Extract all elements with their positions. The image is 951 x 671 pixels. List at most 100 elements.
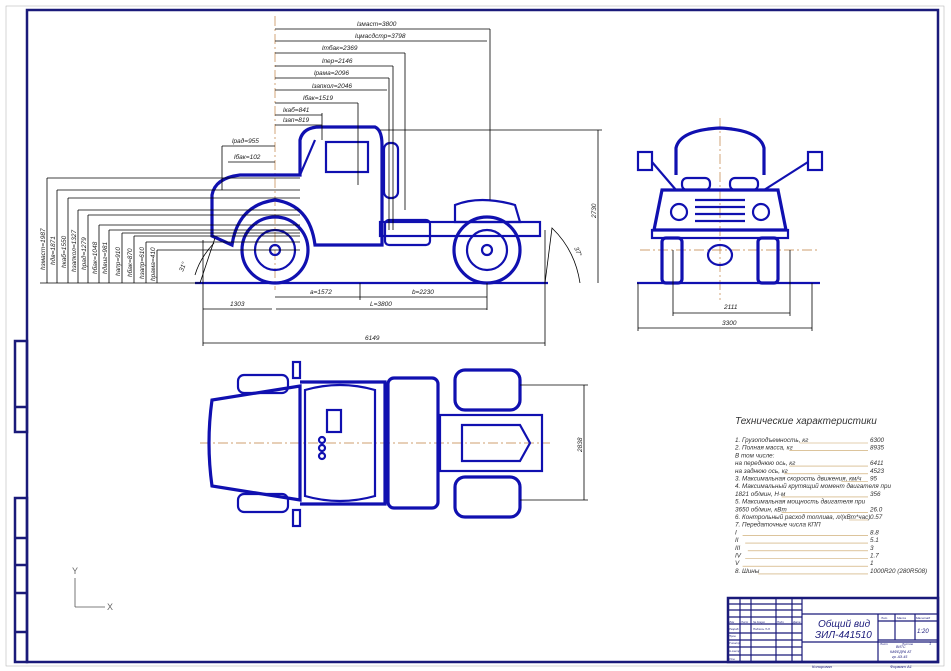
angle-label: 31° (177, 260, 188, 272)
vertical-dim-labels: hзмаст=1987 hдв=1871 hкаб=1550 hзапкол=1… (40, 203, 598, 281)
mirror-right (806, 150, 824, 172)
spec-value: 5.1 (870, 537, 879, 544)
header-mass: Масса (897, 616, 906, 620)
spec-label: В том числе: (735, 452, 775, 459)
spec-row: 3. Максимальная скорость движения, км/ч 9… (735, 475, 878, 483)
dim-label: hдвиг=981 (101, 242, 109, 274)
dim-label: lкаб=841 (283, 106, 310, 114)
spec-value: 6411 (870, 460, 884, 467)
angle-label: 37° (572, 245, 584, 258)
spec-row: 7. Передаточные числа КПП (735, 521, 821, 529)
dim-label: lпер=2146 (322, 58, 353, 65)
side-bottom-dimensions (202, 230, 546, 346)
spec-label: IV (735, 553, 742, 560)
front-view: 2111 3300 (636, 118, 824, 331)
side-view (194, 16, 581, 290)
dim-label: 1303 (230, 301, 245, 308)
top-view: 2838 (200, 360, 588, 528)
side-vertical-dimensions (40, 177, 300, 284)
spec-value: 356 (870, 491, 881, 498)
dim-label: lзапкол=2046 (312, 83, 352, 90)
dim-label: lmбак=2369 (322, 44, 358, 52)
axis-indicator: Y X (72, 566, 113, 612)
track-dim: 2111 (723, 304, 738, 311)
spec-label: на переднюю ось, кг (735, 459, 795, 467)
header-izm: Изм (729, 620, 734, 624)
spec-row: IV 1.7 (735, 553, 879, 560)
scale-value: 1:20 (917, 629, 929, 635)
dim-label: lзап=819 (283, 117, 310, 124)
dim-label: hбак=870 (126, 248, 134, 277)
developer-name: Подпись Л.И. (753, 627, 771, 631)
specs-title: Технические характеристики (735, 416, 877, 427)
header-sheet: Лист (879, 642, 888, 646)
dim-label: hкаб=1550 (60, 235, 68, 268)
spec-label: III (735, 545, 740, 552)
width-dim: 3300 (722, 320, 737, 327)
drawing-name-line1: Общий вид (818, 618, 871, 630)
dim-label: lбак=1519 (303, 94, 333, 102)
spec-label: на заднюю ось, кг (735, 467, 788, 475)
header-sheets: Листов (901, 642, 913, 646)
sheet-edge (5, 5, 945, 667)
role-ncontrol: Н.контр. (729, 649, 741, 653)
dim-label: hрад=1279 (80, 237, 88, 270)
spec-row: В том числе: (735, 452, 775, 459)
dim-label: L=3800 (370, 301, 392, 308)
spec-label: I (735, 529, 737, 536)
spec-value: 1.7 (870, 553, 879, 560)
cab-outline (210, 125, 384, 248)
spec-label: 8. Шины (735, 568, 760, 575)
role-checker: Пров. (729, 634, 737, 638)
dim-label: hзапкол=1327 (71, 229, 78, 272)
spec-value: 8.8 (870, 529, 879, 536)
header-lit: Лит. (880, 616, 888, 620)
spec-label: II (735, 537, 739, 544)
dim-label: hбак=1048 (91, 241, 99, 274)
spec-value: 95 (870, 476, 878, 483)
spec-row: 5. Максимальная мощность двигателя при (735, 498, 866, 506)
side-top-dimensions (221, 28, 602, 283)
spec-label: 5. Максимальная мощность двигателя при (735, 498, 866, 506)
spec-row: II 5.1 (735, 537, 879, 544)
y-axis-label: Y (72, 566, 78, 576)
dim-label: hапр=910 (115, 247, 122, 276)
spec-row: 6. Контрольный расход топлива, л/(кВт*ча… (735, 513, 883, 521)
rear-wheel (452, 215, 522, 285)
spec-row: I 8.8 (735, 529, 879, 536)
x-axis-label: X (107, 602, 113, 612)
dim-label: lбак=102 (234, 153, 261, 161)
spec-value: 26.0 (869, 506, 883, 513)
dim-label: lцмасдстр=3798 (355, 32, 406, 40)
spec-label: 6. Контрольный расход топлива, л/(кВт*ча… (735, 513, 870, 521)
spec-value: 8935 (870, 445, 885, 452)
spec-value: 1000R20 (280R508) (870, 568, 927, 575)
header-list: Лист (740, 620, 749, 624)
height-dim: 2730 (591, 203, 598, 219)
spec-label: 4. Максимальный крутящий момент двигател… (735, 482, 891, 490)
spec-label: 3. Максимальная скорость движения, км/ч (735, 475, 862, 483)
role-approved: Утв. (729, 657, 736, 661)
spec-row: III 3 (735, 545, 874, 552)
specifications-table: Технические характеристики 1. Грузоподъе… (734, 416, 927, 575)
org-line: гр. АЭ-45 (892, 655, 907, 659)
spec-label: 7. Передаточные числа КПП (735, 521, 821, 529)
spec-label: V (735, 560, 740, 567)
drawing-name-line2: ЗИЛ-441510 (815, 630, 872, 641)
dim-label: hзмаст=1987 (40, 228, 47, 270)
spec-value: 3 (870, 545, 874, 552)
rear-wheel-top-left (453, 368, 522, 412)
dim-label: a=1572 (310, 289, 332, 296)
title-block: Общий вид ЗИЛ-441510 1:20 1 Лит. Масса М… (726, 596, 940, 669)
dim-label: lрама=2096 (314, 70, 349, 77)
dim-label: lзмаст=3800 (357, 21, 397, 28)
dim-label: hзапр=610 (139, 247, 146, 279)
dim-label: 6149 (365, 335, 380, 342)
header-doc: № докум. (753, 620, 766, 624)
